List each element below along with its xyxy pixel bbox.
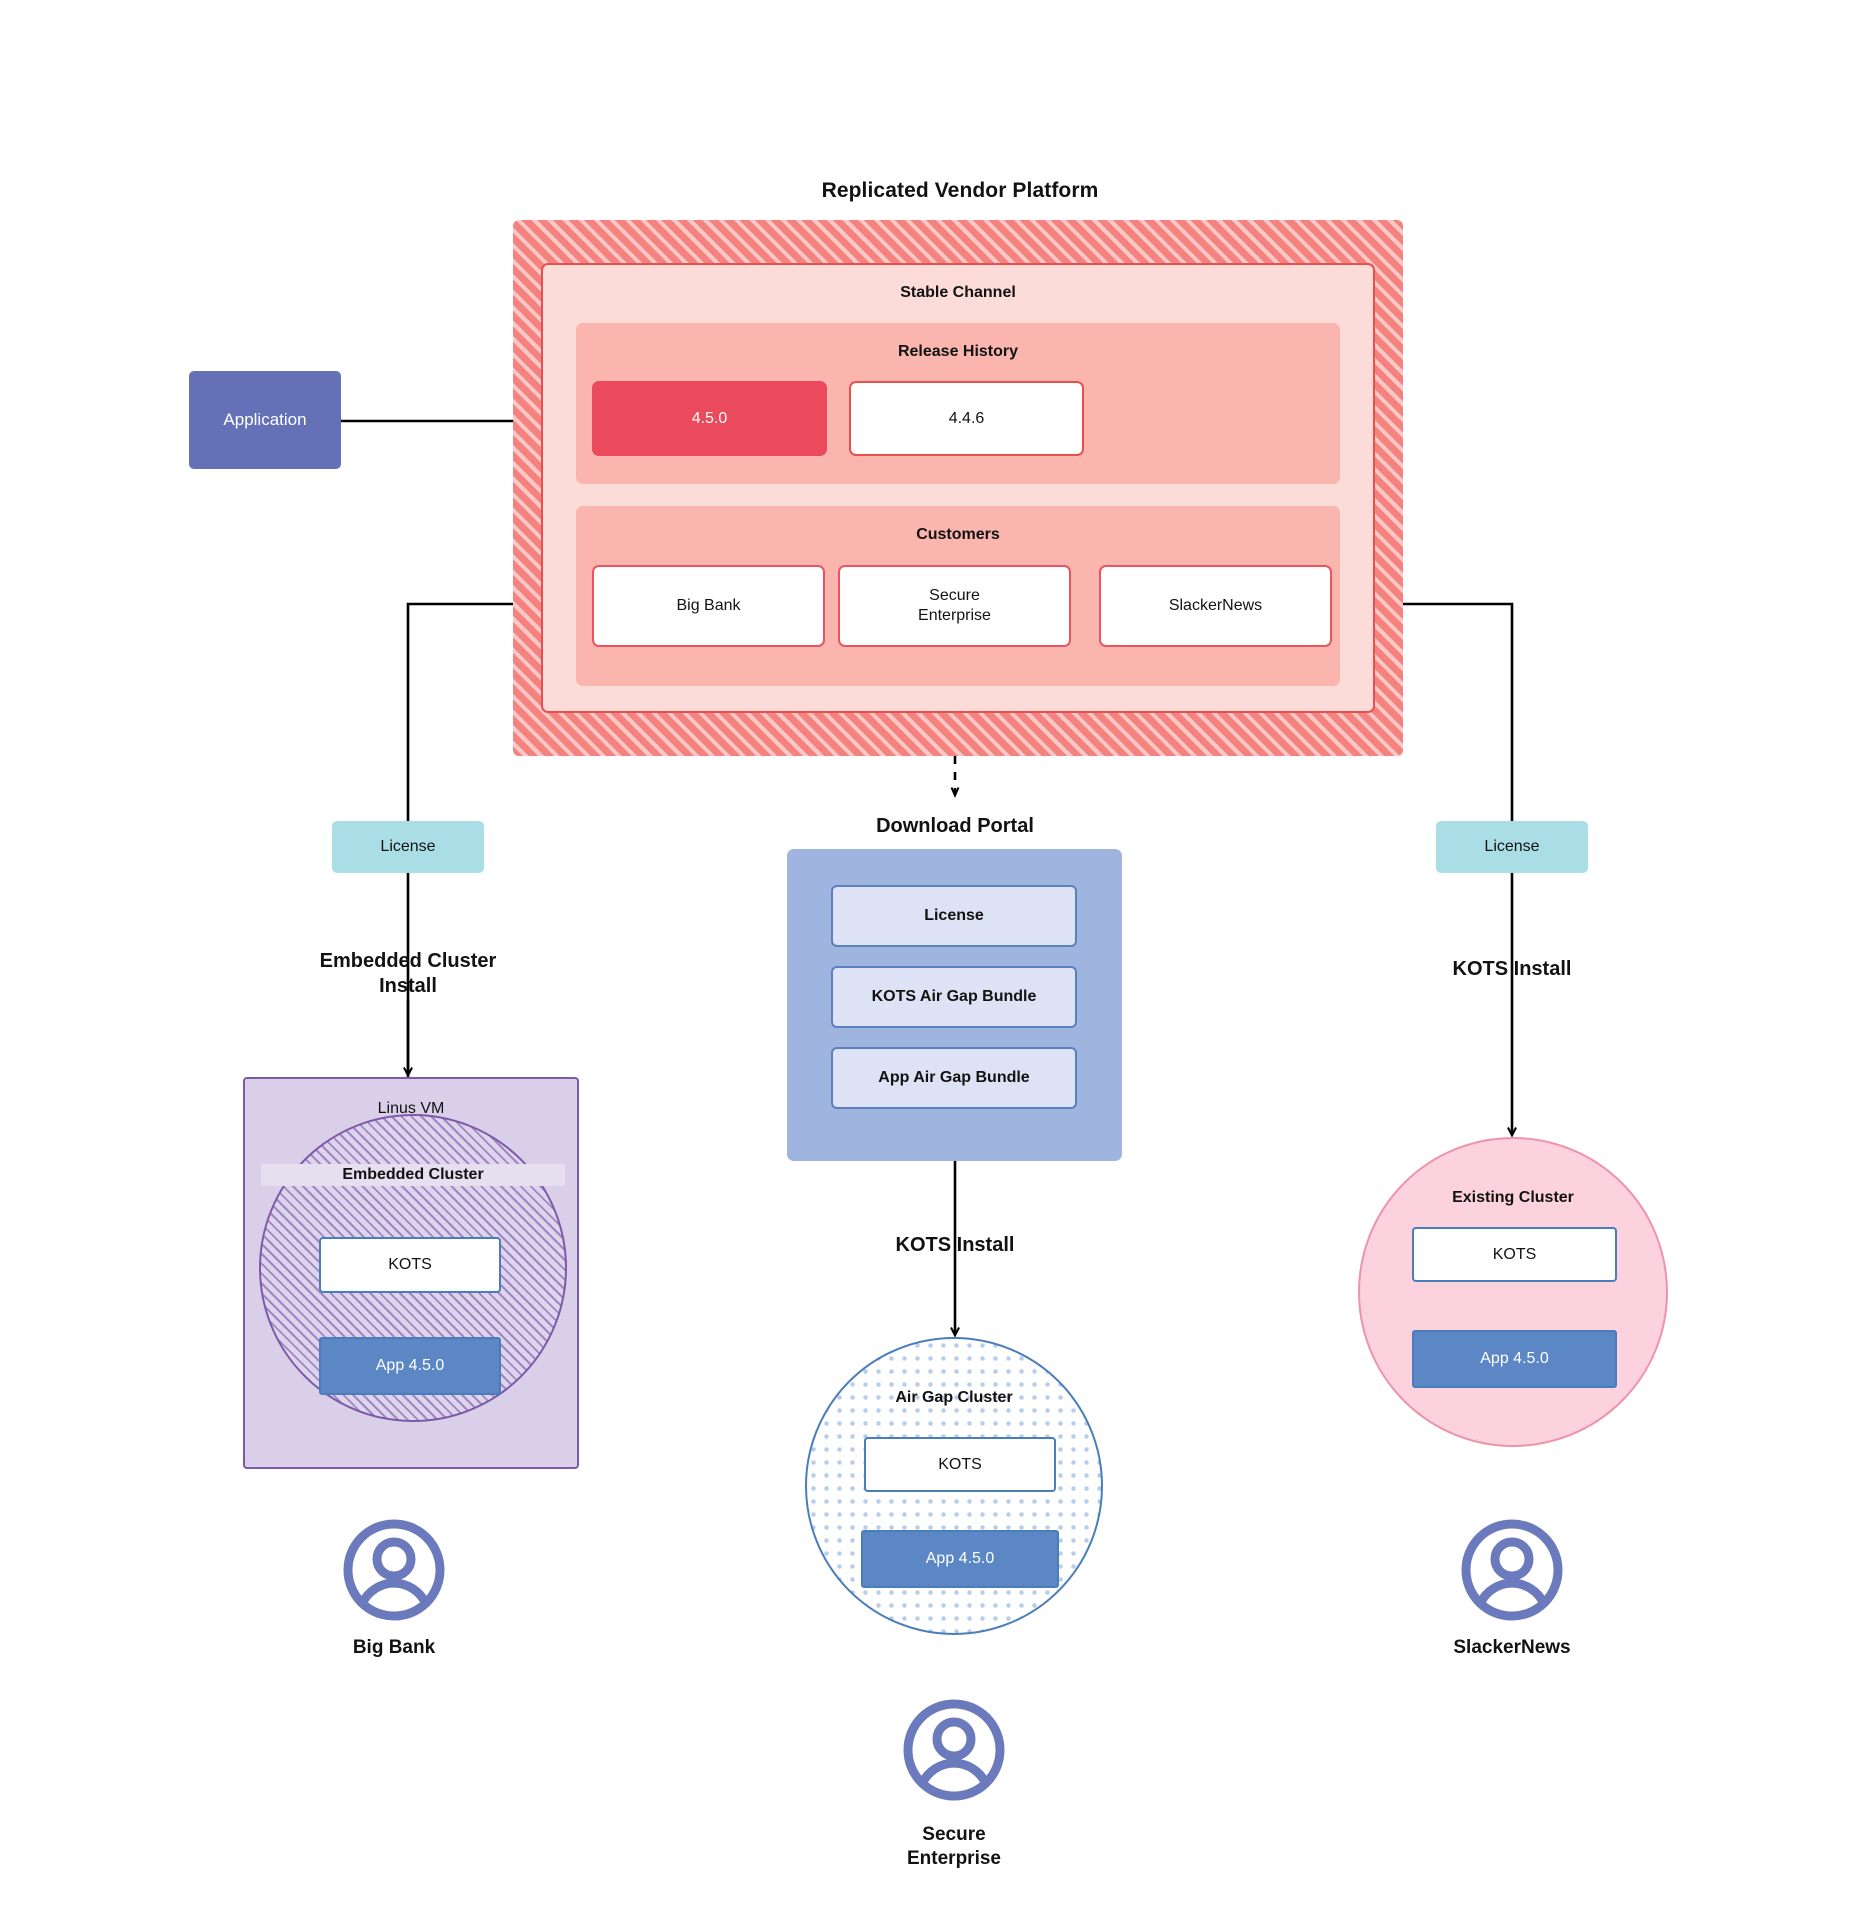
stable-channel-label: Stable Channel bbox=[900, 284, 1016, 301]
app-version-box-center[interactable]: App 4.5.0 bbox=[861, 1530, 1059, 1588]
portal-item-app-air-gap-bundle[interactable]: App Air Gap Bundle bbox=[831, 1047, 1077, 1109]
existing-cluster-circle: Existing Cluster bbox=[1358, 1137, 1668, 1447]
air-gap-cluster-label: Air Gap Cluster bbox=[895, 1389, 1013, 1406]
kots-box-left[interactable]: KOTS bbox=[319, 1237, 501, 1293]
kots-box-right[interactable]: KOTS bbox=[1412, 1227, 1617, 1282]
center-install-label: KOTS Install bbox=[895, 1233, 1015, 1256]
application-box[interactable]: Application bbox=[189, 371, 341, 469]
persona-label-secure-enterprise: Secure Enterprise bbox=[907, 1824, 1001, 1869]
download-portal-title: Download Portal bbox=[876, 814, 1034, 837]
persona-slackernews bbox=[1460, 1518, 1564, 1622]
release-box-previous[interactable]: 4.4.6 bbox=[849, 381, 1084, 456]
app-version-box-right[interactable]: App 4.5.0 bbox=[1412, 1330, 1617, 1388]
page-title: Replicated Vendor Platform bbox=[821, 178, 1099, 202]
persona-label-big-bank: Big Bank bbox=[352, 1637, 436, 1659]
customers-container: Customers Big Bank Secure Enterprise Sla… bbox=[576, 506, 1340, 686]
kots-box-center[interactable]: KOTS bbox=[864, 1437, 1056, 1492]
release-history-label: Release History bbox=[897, 343, 1019, 360]
license-chip-right[interactable]: License bbox=[1436, 821, 1588, 873]
release-box-current[interactable]: 4.5.0 bbox=[592, 381, 827, 456]
customer-box-big-bank[interactable]: Big Bank bbox=[592, 565, 825, 647]
existing-cluster-label: Existing Cluster bbox=[1452, 1189, 1574, 1206]
portal-item-license[interactable]: License bbox=[831, 885, 1077, 947]
user-avatar-icon bbox=[1461, 1519, 1563, 1621]
download-portal-container: License KOTS Air Gap Bundle App Air Gap … bbox=[787, 849, 1122, 1161]
app-version-box-left[interactable]: App 4.5.0 bbox=[319, 1337, 501, 1395]
user-avatar-icon bbox=[903, 1699, 1005, 1801]
license-chip-left[interactable]: License bbox=[332, 821, 484, 873]
customer-box-secure-enterprise[interactable]: Secure Enterprise bbox=[838, 565, 1071, 647]
persona-secure-enterprise bbox=[902, 1698, 1006, 1802]
right-install-label: KOTS Install bbox=[1452, 957, 1572, 980]
persona-label-slackernews: SlackerNews bbox=[1453, 1637, 1571, 1659]
stable-channel-container: Stable Channel Release History 4.5.0 4.4… bbox=[541, 263, 1375, 713]
left-install-label: Embedded Cluster Install bbox=[319, 950, 497, 997]
vendor-platform-container: Stable Channel Release History 4.5.0 4.4… bbox=[513, 220, 1403, 756]
customer-box-slackernews[interactable]: SlackerNews bbox=[1099, 565, 1332, 647]
customers-label: Customers bbox=[916, 526, 1000, 543]
linus-vm-label: Linus VM bbox=[377, 1100, 445, 1117]
embedded-cluster-label: Embedded Cluster bbox=[261, 1164, 565, 1186]
release-history-container: Release History 4.5.0 4.4.6 bbox=[576, 323, 1340, 484]
user-avatar-icon bbox=[343, 1519, 445, 1621]
portal-item-kots-air-gap-bundle[interactable]: KOTS Air Gap Bundle bbox=[831, 966, 1077, 1028]
persona-big-bank bbox=[342, 1518, 446, 1622]
